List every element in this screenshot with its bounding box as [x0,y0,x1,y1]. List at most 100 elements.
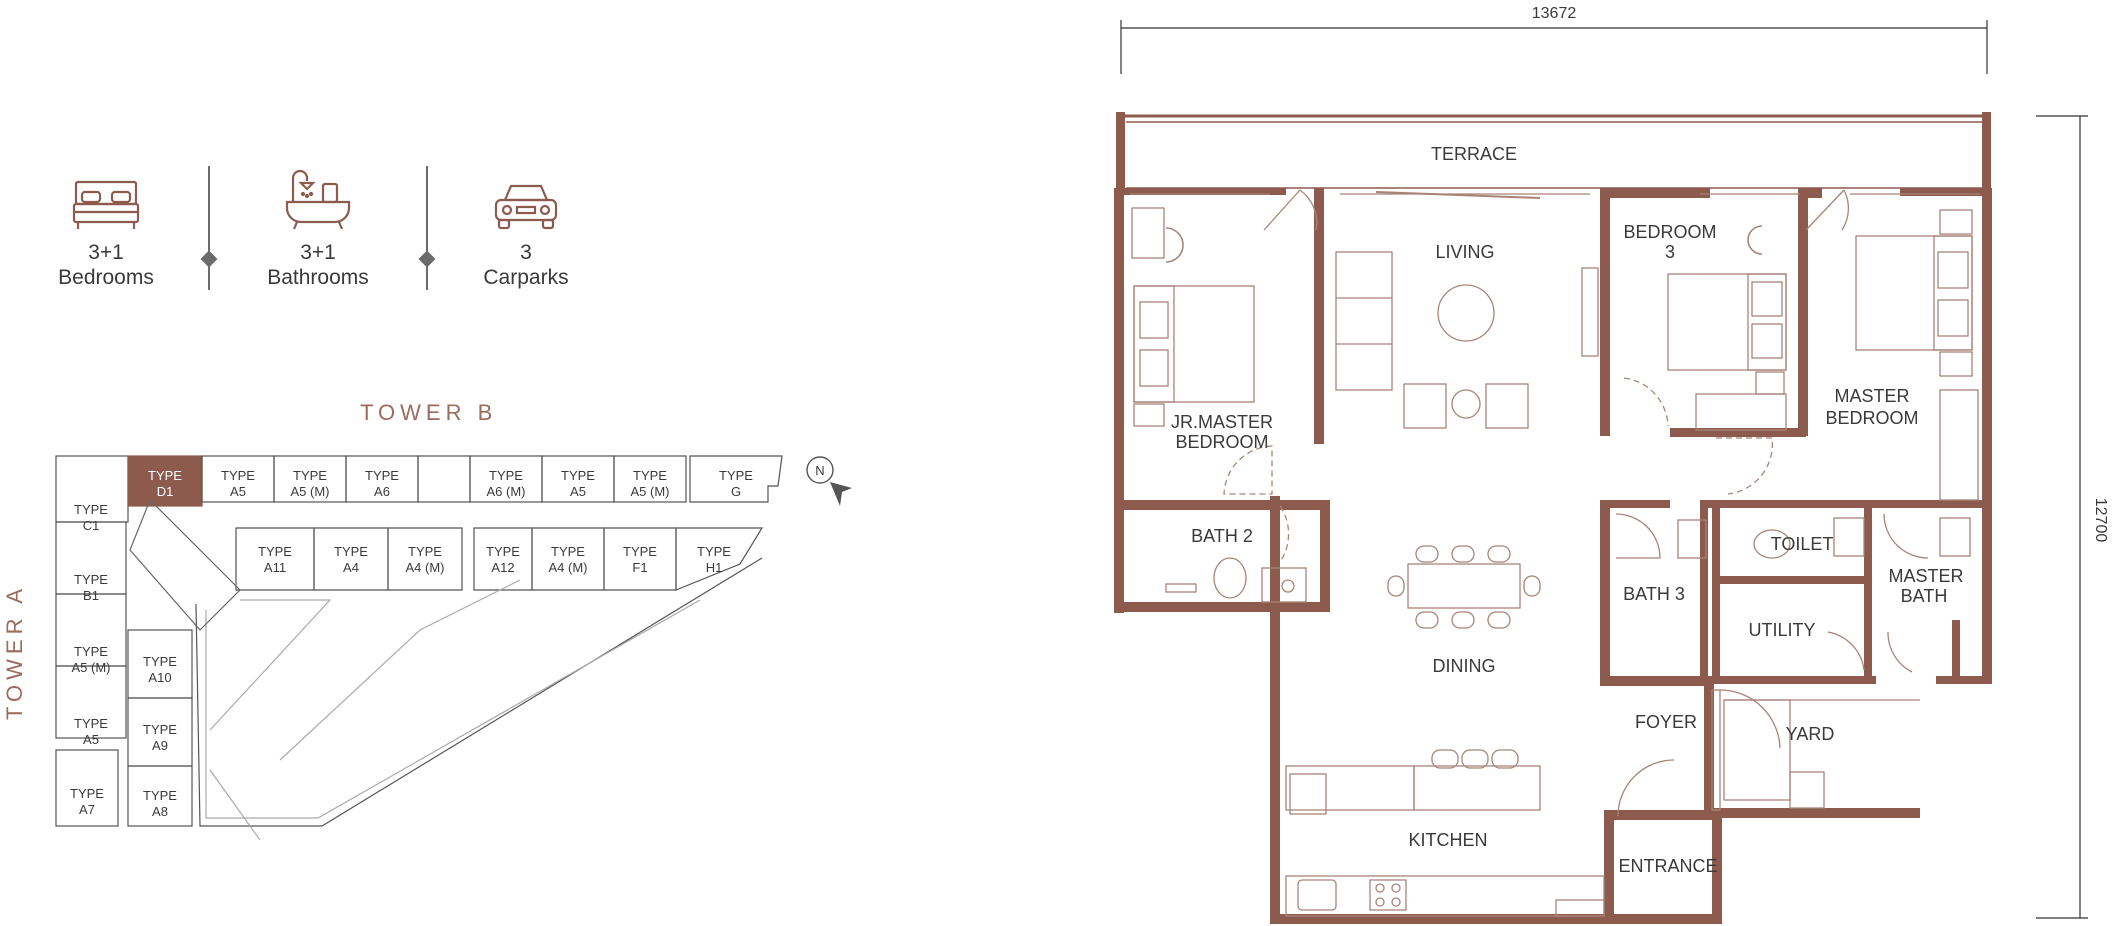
keyplan-unit-label-a8: TYPE [143,788,177,803]
courtyard-inner [205,599,701,819]
keyplan-unit-label-a12: A12 [491,560,514,575]
unit-type-a11 [235,527,315,591]
keyplan-unit-label-a5-top2: TYPE [561,468,595,483]
carparks-feature: 3 Carparks [460,180,592,290]
walls [1114,188,1992,924]
unit-type-a7 [55,749,119,827]
keyplan-unit-label-a5m-top2: A5 (M) [631,484,670,499]
room-jr-master-line2: BEDROOM [1175,432,1268,452]
feature-divider [208,166,210,290]
divider-diamond [418,250,436,268]
fixtures [1130,189,1980,917]
room-living: LIVING [1435,242,1494,262]
keyplan-unit-label-h1: H1 [706,560,723,575]
unit-type-a4m [387,527,463,591]
bathrooms-value: 3+1 [300,241,336,264]
jr-master-bed [1133,285,1255,403]
keyplan-unit-label-a11: TYPE [258,544,292,559]
keyplan-unit-label-a4: TYPE [334,544,368,559]
keyplan-unit-label-a4m-2: TYPE [551,544,585,559]
unit-type-d1 [127,455,203,507]
courtyard-path [209,599,332,731]
bedrooms-value: 3+1 [88,241,124,264]
bath2-wc [1213,557,1247,599]
keyplan-unit-label-d1: TYPE [148,468,182,483]
keyplan-unit-label-a4: A4 [343,560,359,575]
room-master-line1: MASTER [1834,386,1909,406]
keyplan-unit-label-a6: A6 [374,484,390,499]
keyplan-unit-label-b1: B1 [83,588,99,603]
room-toilet: TOILET [1771,534,1834,554]
master-bed [1855,235,1973,351]
keyplan-unit-label-c1: TYPE [74,502,108,517]
kitchen-counter [1285,875,1605,917]
keyplan-unit-label-g: TYPE [719,468,753,483]
room-entrance: ENTRANCE [1618,856,1717,876]
unit-floor-plan: 13672 12700 [1114,5,2109,924]
keyplan-unit-label-a5m-left: A5 (M) [72,660,111,675]
keyplan-unit-label-a12: TYPE [486,544,520,559]
room-bedroom3-line1: BEDROOM [1623,222,1716,242]
keyplan-unit-label-a6m: TYPE [489,468,523,483]
keyplan-unit-label-a5m-top: A5 (M) [291,484,330,499]
keyplan-unit-label-a5-top: TYPE [221,468,255,483]
keyplan-unit-label-a5-left: TYPE [74,716,108,731]
dining-table [1407,563,1521,609]
width-dimension [1120,20,1988,74]
bathrooms-feature: 3+1 Bathrooms [252,168,384,290]
keyplan-unit-label-a5-top: A5 [230,484,246,499]
keyplan-unit-label-a5-top2: A5 [570,484,586,499]
keyplan-unit-label-h1: TYPE [697,544,731,559]
divider-diamond [200,250,218,268]
room-master-line2: BEDROOM [1825,408,1918,428]
room-utility: UTILITY [1748,620,1815,640]
kitchen-island [1413,765,1541,811]
bath2-basin [1261,567,1307,603]
terrace-area [1116,112,1991,190]
feature-divider [426,166,428,290]
car-icon [494,184,558,230]
room-master-bath-line1: MASTER [1888,566,1963,586]
bathrooms-label: Bathrooms [267,266,369,289]
tower-b-label: TOWER B [360,400,498,425]
bed-icon [72,180,140,229]
room-master-bath-line2: BATH [1901,586,1948,606]
bedroom3-bed [1667,273,1787,371]
unit-type-a12 [473,527,533,591]
courtyard-path [279,579,521,761]
keyplan-unit-label-g: G [731,484,741,499]
keyplan-unit-label-f1: F1 [632,560,647,575]
unit-type-a5m-2 [613,455,687,503]
keyplan-unit-label-a10: TYPE [143,654,177,669]
core [417,455,471,503]
unit-type-g [689,455,783,503]
unit-type-a8 [127,765,193,827]
keyplan-unit-label-a5m-left: TYPE [74,644,108,659]
courtyard-path [209,769,261,841]
keyplan-unit-label-a9: TYPE [143,722,177,737]
compass-letter: N [815,463,824,478]
height-dimension [2036,115,2088,919]
width-dimension-label: 13672 [1532,5,1577,22]
keyplan-unit-label-a7: TYPE [70,786,104,801]
room-yard: YARD [1786,724,1835,744]
unit-type-h1 [675,527,764,591]
room-kitchen: KITCHEN [1408,830,1487,850]
north-compass: N [806,456,852,506]
room-foyer: FOYER [1635,712,1697,732]
lift-lobby [129,498,241,631]
keyplan-unit-label-a6: TYPE [365,468,399,483]
living-sofa [1335,251,1393,391]
keyplan-unit-label-a7: A7 [79,802,95,817]
room-dining: DINING [1433,656,1496,676]
room-terrace: TERRACE [1431,144,1517,164]
unit-type-f1 [603,527,677,591]
keyplan-unit-label-a9: A9 [152,738,168,753]
compass-arrow [830,482,852,506]
carparks-label: Carparks [483,266,569,289]
keyplan-unit-label-f1: TYPE [623,544,657,559]
keyplan-unit-label-b1: TYPE [74,572,108,587]
unit-type-a4m-2 [531,527,605,591]
